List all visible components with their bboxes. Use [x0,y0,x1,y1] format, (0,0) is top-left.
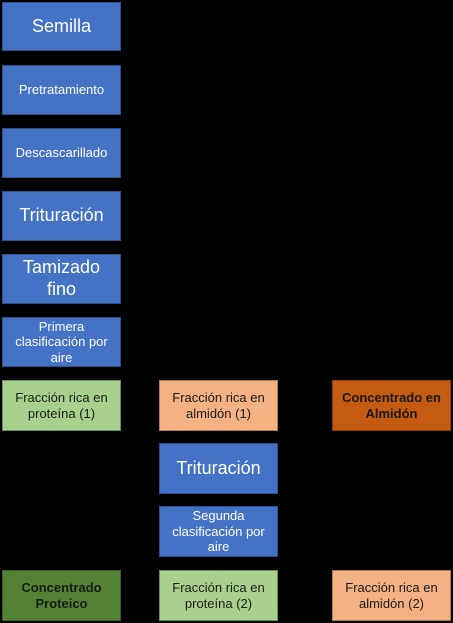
node-trituracion-1: Trituración [2,191,121,241]
node-fraccion-almidon-2: Fracción rica en almidón (2) [332,570,451,621]
node-concentrado-proteico-label: Concentrado Proteico [21,579,102,611]
node-fraccion-almidon-1-label: Fracción rica en almidón (1) [172,389,265,421]
node-fraccion-almidon-2-label: Fracción rica en almidón (2) [345,579,438,611]
node-concentrado-almidon-label: Concentrado en Almidón [342,389,441,421]
node-semilla: Semilla [2,2,121,51]
node-semilla-label: Semilla [31,15,92,36]
node-fraccion-proteina-1: Fracción rica en proteína (1) [2,380,121,431]
node-descascarillado-label: Descascarillado [15,145,108,161]
node-trituracion-1-label: Trituración [19,205,104,226]
node-concentrado-almidon: Concentrado en Almidón [332,380,451,431]
node-tamizado-fino: Tamizado fino [2,254,121,304]
node-trituracion-2: Trituración [159,443,278,494]
node-fraccion-proteina-2: Fracción rica en proteína (2) [159,570,278,621]
node-trituracion-2-label: Trituración [176,457,261,478]
node-pretratamiento-label: Pretratamiento [18,82,105,98]
node-fraccion-proteina-2-label: Fracción rica en proteína (2) [172,579,265,611]
node-pretratamiento: Pretratamiento [2,65,121,115]
node-segunda-clasificacion: Segunda clasificación por aire [159,506,278,557]
node-segunda-clasificacion-label: Segunda clasificación por aire [172,508,265,555]
node-fraccion-almidon-1: Fracción rica en almidón (1) [159,380,278,431]
node-fraccion-proteina-1-label: Fracción rica en proteína (1) [15,389,108,421]
node-primera-clasificacion-label: Primera clasificación por aire [15,318,108,365]
node-primera-clasificacion: Primera clasificación por aire [2,317,121,367]
node-tamizado-fino-label: Tamizado fino [22,257,101,299]
node-concentrado-proteico: Concentrado Proteico [2,570,121,621]
node-descascarillado: Descascarillado [2,128,121,178]
